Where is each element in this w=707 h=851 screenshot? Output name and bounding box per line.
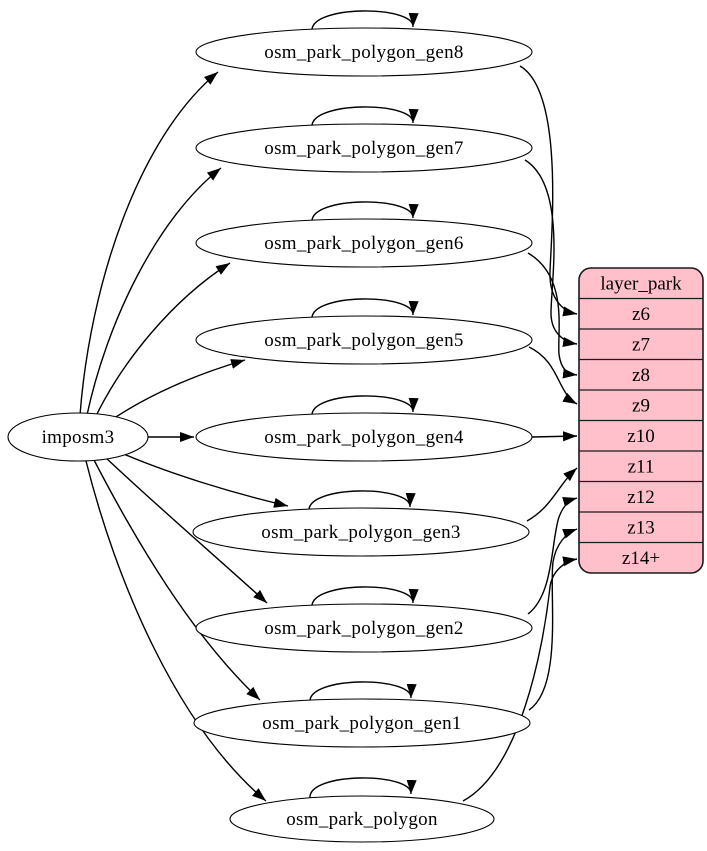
selfloop-gen2 xyxy=(311,586,419,608)
edge-imposm3-to-gen6 xyxy=(94,262,231,419)
selfloop-gen4 xyxy=(311,395,419,417)
row-z6-label: z6 xyxy=(632,304,650,325)
gen8-label: osm_park_polygon_gen8 xyxy=(264,42,463,63)
edge-imposm3-to-gen1 xyxy=(93,459,261,701)
gen5-label: osm_park_polygon_gen5 xyxy=(264,330,463,351)
edges-imposm3-to-tables xyxy=(79,71,289,802)
gen1-ellipse xyxy=(193,698,531,748)
selfloop-polygon xyxy=(309,777,417,799)
selfloop-gen3 xyxy=(308,490,416,512)
row-z9-label: z9 xyxy=(632,396,650,417)
polygon-label: osm_park_polygon xyxy=(286,809,438,830)
edge-gen4-to-z10 xyxy=(531,431,578,442)
row-z12-label: z12 xyxy=(627,487,654,508)
edge-gen1-to-z13 xyxy=(528,528,578,711)
selfloop-gen6 xyxy=(311,201,419,223)
node-layer-park: layer_park z6 z7 z8 z9 z10 z11 z12 z13 z… xyxy=(578,267,704,574)
node-osm-park-polygon-gen4: osm_park_polygon_gen4 xyxy=(195,412,533,462)
gen5-ellipse xyxy=(195,315,533,365)
gen4-ellipse xyxy=(195,412,533,462)
selfloop-gen8 xyxy=(311,10,419,32)
imposm3-ellipse xyxy=(7,412,149,462)
node-osm-park-polygon-gen6: osm_park_polygon_gen6 xyxy=(195,218,533,268)
gen3-label: osm_park_polygon_gen3 xyxy=(261,522,460,543)
edge-imposm3-to-gen3 xyxy=(118,451,289,508)
node-osm-park-polygon: osm_park_polygon xyxy=(229,795,495,843)
node-imposm3: imposm3 xyxy=(7,412,149,462)
edge-gen5-to-z9 xyxy=(528,346,578,405)
row-z11-label: z11 xyxy=(628,457,655,478)
edges-selfloops xyxy=(308,10,419,799)
edge-imposm3-to-gen8 xyxy=(79,71,219,416)
row-z14plus-label: z14+ xyxy=(622,548,660,569)
gen3-ellipse xyxy=(192,507,530,557)
node-osm-park-polygon-gen8: osm_park_polygon_gen8 xyxy=(195,27,533,77)
row-z10-label: z10 xyxy=(627,426,654,447)
gen6-ellipse xyxy=(195,218,533,268)
gen2-label: osm_park_polygon_gen2 xyxy=(264,618,463,639)
node-osm-park-polygon-gen7: osm_park_polygon_gen7 xyxy=(195,123,533,173)
node-osm-park-polygon-gen2: osm_park_polygon_gen2 xyxy=(195,603,533,653)
polygon-ellipse xyxy=(229,795,495,843)
selfloop-gen5 xyxy=(311,298,419,320)
edge-imposm3-to-gen2 xyxy=(104,456,268,604)
gen2-ellipse xyxy=(195,603,533,653)
gen8-ellipse xyxy=(195,27,533,77)
edge-gen8-to-z6 xyxy=(519,65,578,317)
edge-gen3-to-z11 xyxy=(526,467,578,522)
edges-tables-to-layer xyxy=(462,65,578,802)
layer-park-title: layer_park xyxy=(600,274,682,295)
row-z13-label: z13 xyxy=(627,518,654,539)
row-z8-label: z8 xyxy=(632,365,650,386)
gen7-label: osm_park_polygon_gen7 xyxy=(264,138,463,159)
selfloop-gen1 xyxy=(309,681,417,703)
node-osm-park-polygon-gen1: osm_park_polygon_gen1 xyxy=(193,698,531,748)
edge-imposm3-to-gen5 xyxy=(106,359,246,424)
edge-imposm3-to-polygon xyxy=(85,460,267,802)
gen4-label: osm_park_polygon_gen4 xyxy=(264,427,464,448)
edge-gen7-to-z7 xyxy=(524,159,578,348)
edge-polygon-to-z14plus xyxy=(462,556,578,802)
gen7-ellipse xyxy=(195,123,533,173)
node-osm-park-polygon-gen5: osm_park_polygon_gen5 xyxy=(195,315,533,365)
edge-gen2-to-z12 xyxy=(527,497,578,615)
edge-imposm3-to-gen7 xyxy=(86,167,222,416)
gen1-label: osm_park_polygon_gen1 xyxy=(262,713,461,734)
edge-gen6-to-z8 xyxy=(527,252,578,379)
imposm3-label: imposm3 xyxy=(42,427,115,448)
selfloop-gen7 xyxy=(311,106,419,128)
gen6-label: osm_park_polygon_gen6 xyxy=(264,233,463,254)
node-osm-park-polygon-gen3: osm_park_polygon_gen3 xyxy=(192,507,530,557)
row-z7-label: z7 xyxy=(632,335,650,356)
